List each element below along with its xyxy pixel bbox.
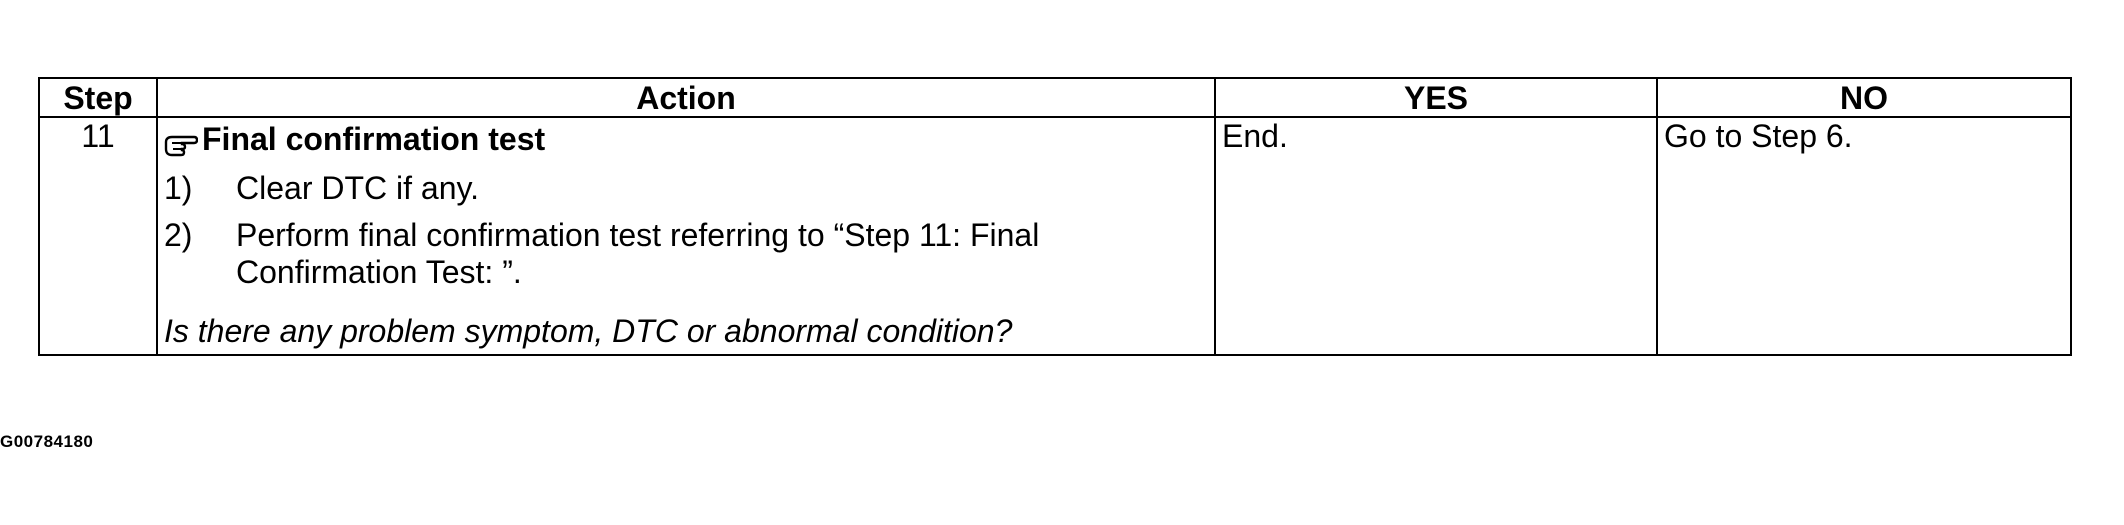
action-cell: Final confirmation test 1) Clear DTC if … [156,116,1216,356]
header-step: Step [38,77,158,118]
sub-step-text: Perform final confirmation test referrin… [236,217,1040,290]
sub-step-2: 2) Perform final confirmation test refer… [164,217,1214,291]
sub-step-number: 1) [164,170,193,206]
yes-result: End. [1214,116,1658,356]
action-question: Is there any problem symptom, DTC or abn… [164,313,1013,349]
diagnostic-table: Step Action YES NO 11 Final con [38,77,2072,356]
action-block: Final confirmation test 1) Clear DTC if … [158,118,1214,350]
sub-step-number: 2) [164,217,193,253]
step-number: 11 [38,116,158,356]
header-no: NO [1656,77,2072,118]
header-row: Step Action YES NO [38,77,2072,118]
pointing-hand-icon [164,126,199,157]
action-title: Final confirmation test [202,121,546,157]
header-yes: YES [1214,77,1658,118]
sub-step-text: Clear DTC if any. [236,170,480,206]
header-action: Action [156,77,1216,118]
figure-id: G00784180 [0,432,94,451]
action-title-row: Final confirmation test [164,118,1214,160]
no-result: Go to Step 6. [1656,116,2072,356]
table-row: 11 Final confirmation test 1) [38,116,2072,356]
sub-step-1: 1) Clear DTC if any. [164,170,1214,207]
